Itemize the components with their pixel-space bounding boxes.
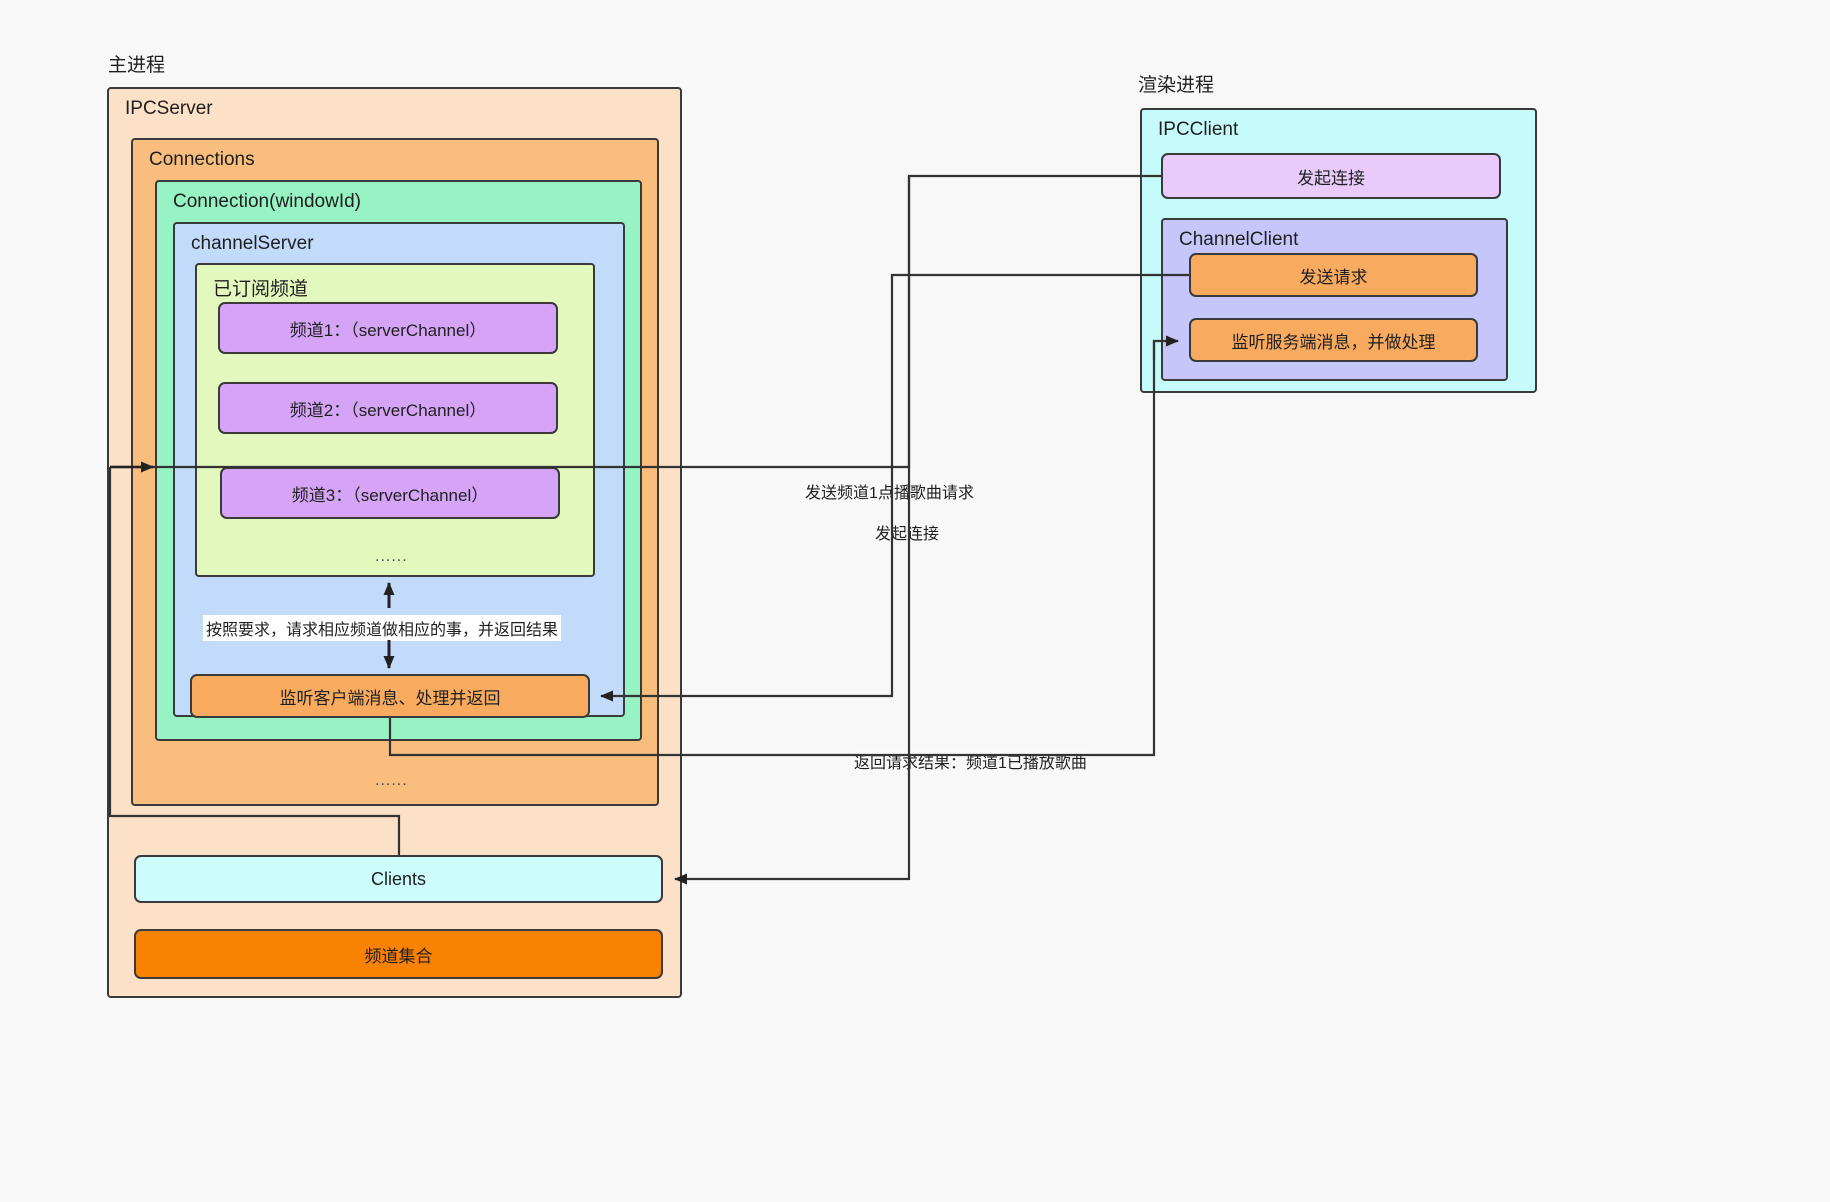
channel-3-box[interactable]: 频道3：（serverChannel） xyxy=(220,467,560,519)
channel-2-label: 频道2：（serverChannel） xyxy=(289,400,487,420)
connections-more-ellipsis: ...... xyxy=(375,772,408,789)
clients-box[interactable]: Clients xyxy=(134,855,663,903)
subscribed-channels-title: 已订阅频道 xyxy=(213,279,309,300)
ipc-client-title: IPCClient xyxy=(1158,119,1239,140)
listen-server-label: 监听服务端消息，并做处理 xyxy=(1231,332,1436,352)
subscribed-more-ellipsis: ...... xyxy=(375,548,408,565)
server-listener-box[interactable]: 监听客户端消息、处理并返回 xyxy=(190,674,590,718)
initiate-connection-label: 发起连接 xyxy=(1297,168,1365,188)
inner-edge-label: 按照要求，请求相应频道做相应的事，并返回结果 xyxy=(203,615,562,641)
edge-label-send-play-request: 发送频道1点播歌曲请求 xyxy=(802,478,977,504)
listen-server-box[interactable]: 监听服务端消息，并做处理 xyxy=(1189,318,1478,362)
connections-title: Connections xyxy=(149,149,255,170)
connection-window-title: Connection(windowId) xyxy=(173,191,361,212)
channel-client-title: ChannelClient xyxy=(1179,229,1299,250)
send-request-label: 发送请求 xyxy=(1299,267,1368,287)
channel-set-box[interactable]: 频道集合 xyxy=(134,929,663,979)
edge-label-initiate-connection: 发起连接 xyxy=(872,519,943,545)
server-listener-label: 监听客户端消息、处理并返回 xyxy=(279,688,501,708)
channel-set-label: 频道集合 xyxy=(364,946,433,966)
clients-label: Clients xyxy=(370,868,427,889)
send-request-box[interactable]: 发送请求 xyxy=(1189,253,1478,297)
channel-server-title: channelServer xyxy=(191,233,314,254)
edge-label-return-result: 返回请求结果：频道1已播放歌曲 xyxy=(851,748,1090,774)
channel-2-box[interactable]: 频道2：（serverChannel） xyxy=(218,382,558,434)
channel-3-label: 频道3：（serverChannel） xyxy=(291,485,489,505)
ipc-server-title: IPCServer xyxy=(125,98,213,119)
renderer-process-label: 渲染进程 xyxy=(1138,75,1215,96)
channel-1-box[interactable]: 频道1：（serverChannel） xyxy=(218,302,558,354)
main-process-label: 主进程 xyxy=(108,55,166,76)
initiate-connection-box[interactable]: 发起连接 xyxy=(1161,153,1501,199)
channel-1-label: 频道1：（serverChannel） xyxy=(289,320,487,340)
